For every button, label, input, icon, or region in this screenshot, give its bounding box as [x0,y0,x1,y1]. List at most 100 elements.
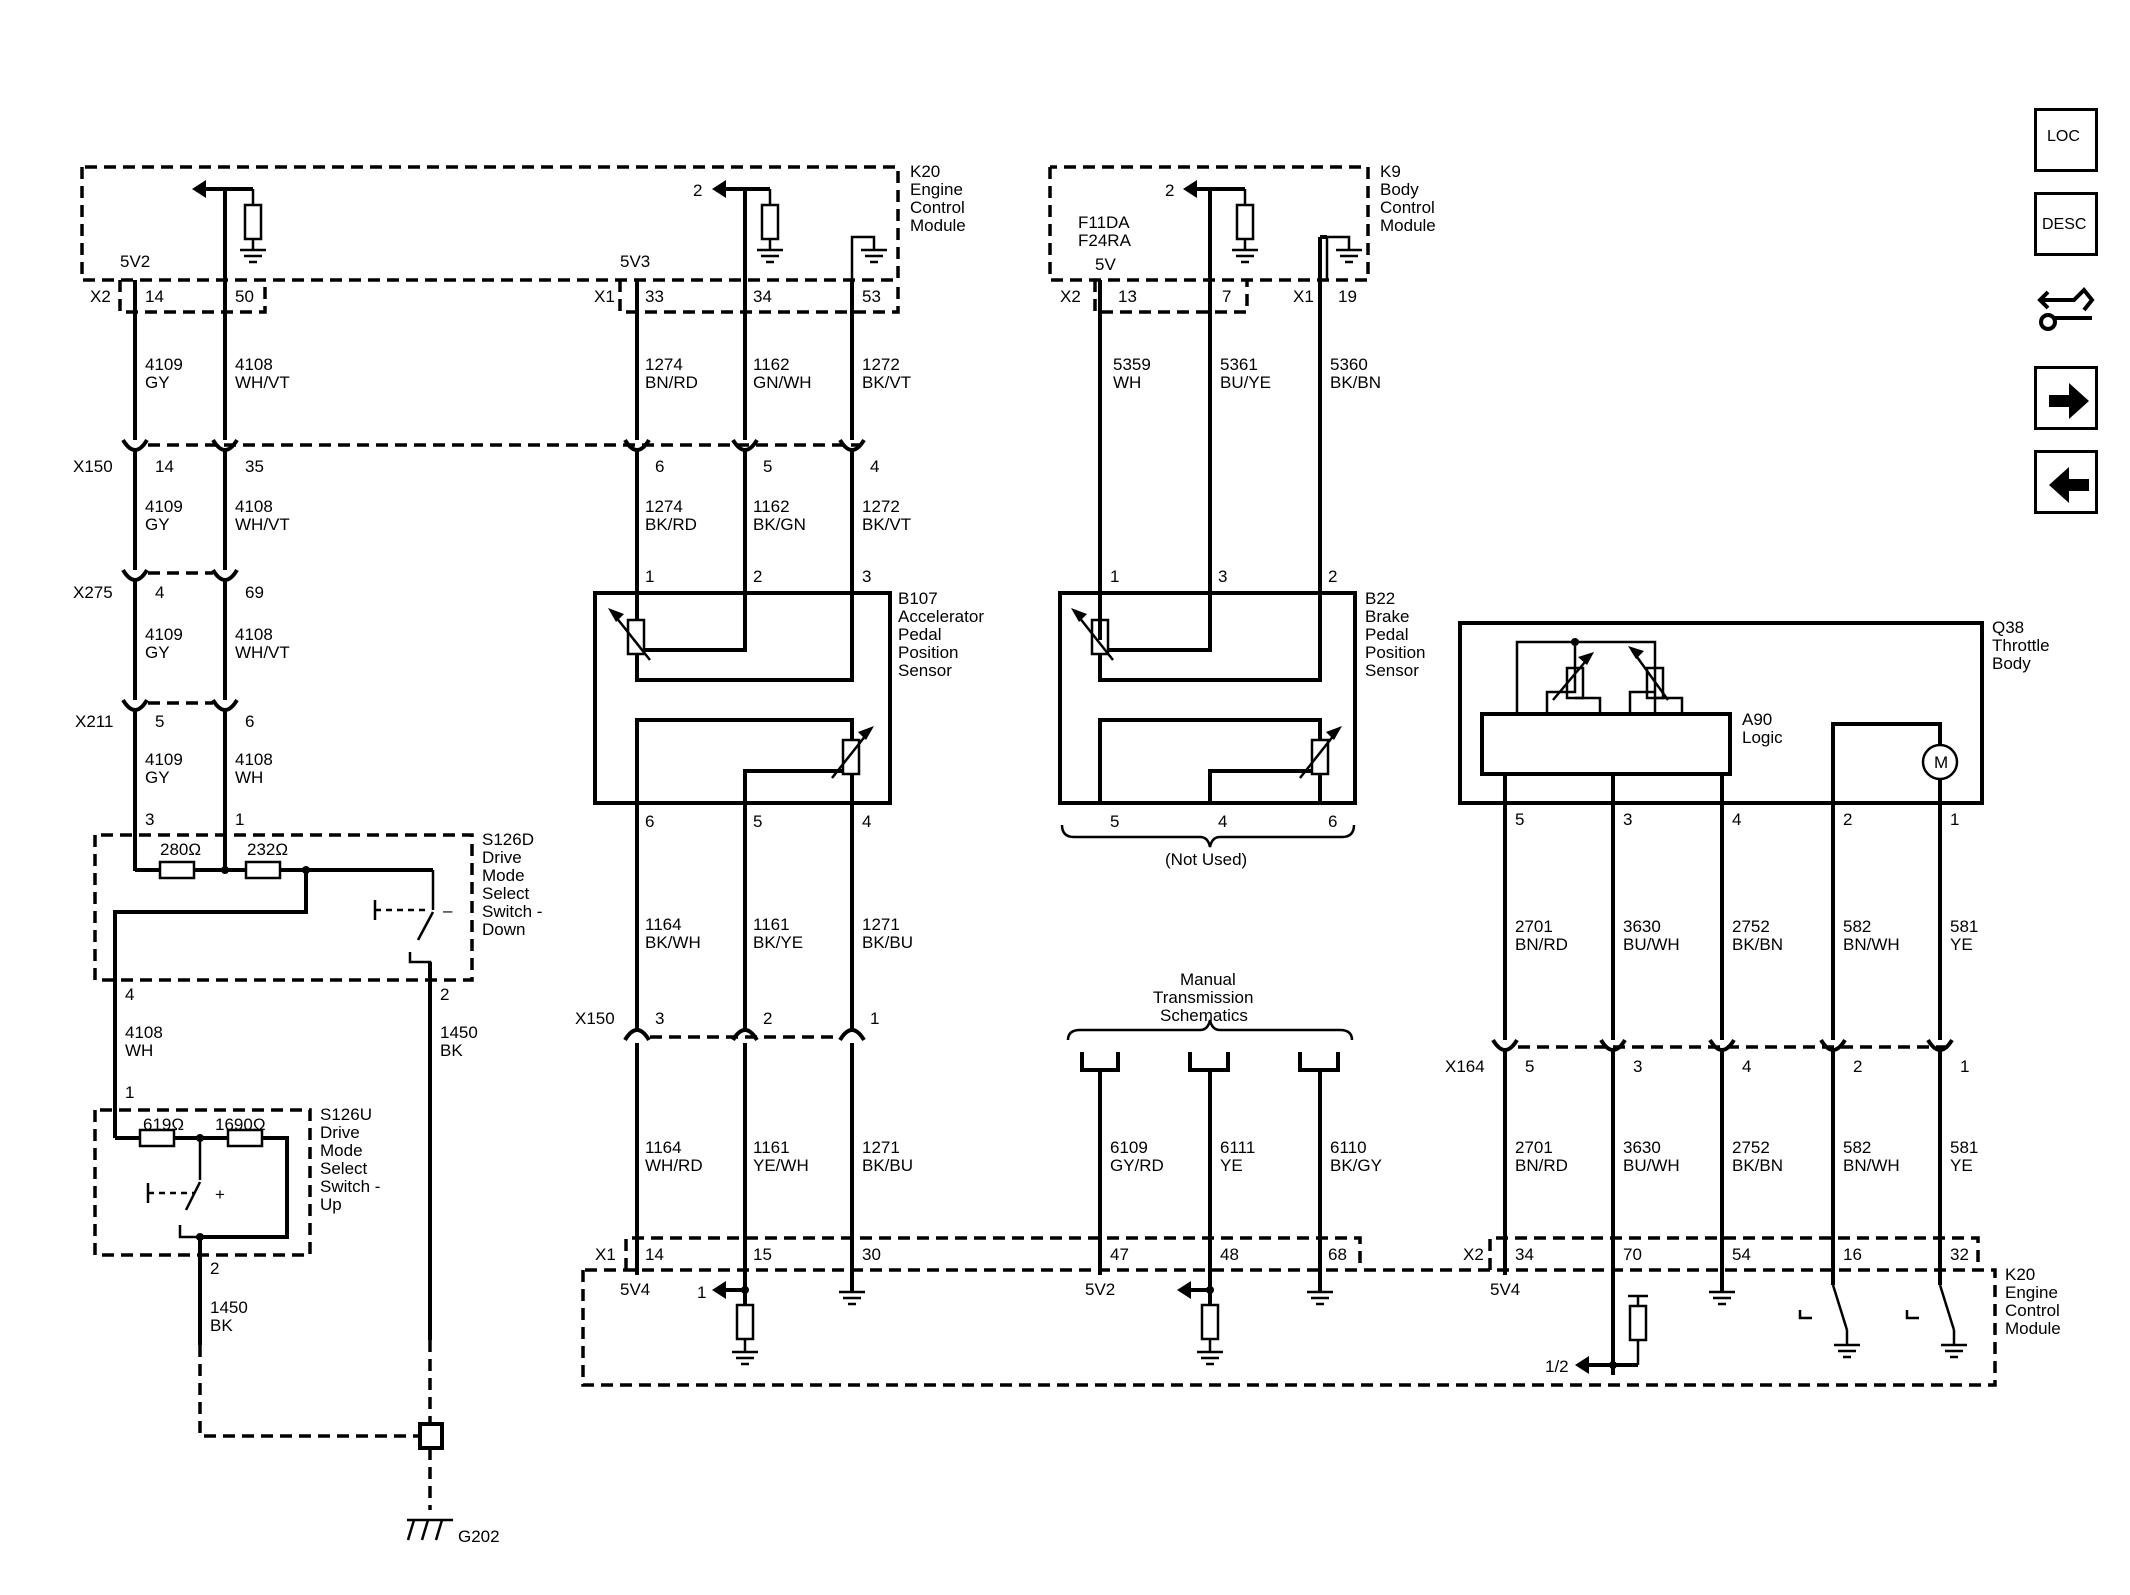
svg-text:Throttle: Throttle [1992,636,2050,655]
svg-text:S126D: S126D [482,830,534,849]
desc-button[interactable]: DESC [2034,192,2098,256]
svg-text:Module: Module [1380,216,1436,235]
svg-text:K9: K9 [1380,162,1401,181]
svg-text:GY: GY [145,643,170,662]
svg-text:1161: 1161 [753,1138,790,1157]
svg-text:BK/GN: BK/GN [753,515,806,534]
svg-text:3: 3 [862,567,871,586]
svg-text:5: 5 [1515,810,1524,829]
svg-text:Logic: Logic [1742,728,1783,747]
svg-text:GY: GY [145,515,170,534]
svg-text:Drive: Drive [320,1123,360,1142]
svg-text:4108: 4108 [235,355,273,374]
svg-text:3630: 3630 [1623,1138,1661,1157]
svg-text:5: 5 [763,457,772,476]
svg-text:GY: GY [145,373,170,392]
svg-text:X2: X2 [90,287,111,306]
svg-text:1450: 1450 [440,1023,478,1042]
svg-text:2: 2 [753,567,762,586]
svg-text:280Ω: 280Ω [160,840,201,859]
arrow-right-icon [2049,383,2089,419]
svg-text:GY: GY [145,768,170,787]
svg-text:34: 34 [1515,1245,1534,1264]
q38-throttle-body: Q38 Throttle Body A90 Logic M 5 3 4 2 1 … [1458,618,2050,1040]
svg-text:GN/WH: GN/WH [753,373,812,392]
svg-text:Engine: Engine [910,180,963,199]
a90-logic [1480,712,1732,776]
svg-text:BK: BK [440,1041,463,1060]
svg-text:7: 7 [1222,287,1231,306]
svg-text:3: 3 [1623,810,1632,829]
svg-text:Control: Control [910,198,965,217]
svg-text:BN/WH: BN/WH [1843,1156,1900,1175]
svg-text:1271: 1271 [862,1138,900,1157]
k20-engine-control-module-bottom: K20 Engine Control Module X1 X2 14 15 30… [581,1236,2061,1387]
s126d-drive-mode-switch-down: S126D Drive Mode Select Switch - Down 3 … [93,810,542,1340]
svg-text:32: 32 [1950,1245,1969,1264]
svg-text:Module: Module [2005,1319,2061,1338]
svg-text:WH: WH [125,1041,153,1060]
svg-text:K20: K20 [2005,1265,2035,1284]
svg-text:BN/RD: BN/RD [1515,935,1568,954]
svg-text:4108: 4108 [125,1023,163,1042]
svg-text:14: 14 [645,1245,664,1264]
svg-text:30: 30 [862,1245,881,1264]
previous-arrow-button[interactable] [2034,450,2098,514]
svg-text:4: 4 [155,583,164,602]
svg-text:Select: Select [320,1159,368,1178]
next-arrow-button[interactable] [2034,366,2098,430]
svg-text:4: 4 [1742,1057,1751,1076]
svg-text:1: 1 [1950,810,1959,829]
svg-text:BK/BU: BK/BU [862,933,913,952]
svg-text:(Not Used): (Not Used) [1165,850,1247,869]
svg-text:1: 1 [125,1083,134,1102]
b22-brake-pedal-position-sensor: B22 Brake Pedal Position Sensor 1 3 2 5 … [1058,567,1425,869]
svg-text:1: 1 [1110,567,1119,586]
svg-text:S126U: S126U [320,1105,372,1124]
tools-icon[interactable] [2034,278,2098,342]
svg-text:53: 53 [862,287,881,306]
svg-text:3: 3 [1633,1057,1642,1076]
svg-text:6110: 6110 [1330,1138,1367,1157]
svg-text:BN/RD: BN/RD [645,373,698,392]
svg-text:1/2: 1/2 [1545,1357,1569,1376]
svg-text:Control: Control [2005,1301,2060,1320]
svg-text:2: 2 [763,1009,772,1028]
svg-text:5V2: 5V2 [120,252,150,271]
svg-text:WH/VT: WH/VT [235,643,290,662]
svg-text:Sensor: Sensor [898,661,952,680]
svg-text:–: – [443,901,453,920]
svg-text:K20: K20 [910,162,940,181]
svg-text:54: 54 [1732,1245,1751,1264]
svg-text:BK: BK [210,1316,233,1335]
svg-text:2701: 2701 [1515,917,1553,936]
svg-text:5V4: 5V4 [620,1280,650,1299]
svg-text:2: 2 [1853,1057,1862,1076]
svg-text:YE: YE [1950,935,1973,954]
svg-text:16: 16 [1843,1245,1862,1264]
svg-text:WH/RD: WH/RD [645,1156,703,1175]
svg-text:BU/WH: BU/WH [1623,935,1680,954]
svg-text:5V4: 5V4 [1490,1280,1520,1299]
svg-text:BK/BN: BK/BN [1330,373,1381,392]
svg-text:5: 5 [1110,812,1119,831]
svg-text:33: 33 [645,287,664,306]
svg-text:2752: 2752 [1732,917,1770,936]
svg-text:4108: 4108 [235,497,273,516]
svg-text:BK/BN: BK/BN [1732,1156,1783,1175]
svg-text:3: 3 [655,1009,664,1028]
svg-text:BK/BN: BK/BN [1732,935,1783,954]
svg-text:X1: X1 [595,1245,616,1264]
svg-text:2: 2 [1843,810,1852,829]
svg-text:WH: WH [235,768,263,787]
desc-label: DESC [2042,216,2086,233]
svg-text:1271: 1271 [862,915,900,934]
loc-button[interactable]: LOC [2034,108,2098,172]
svg-text:5: 5 [753,812,762,831]
svg-text:Up: Up [320,1195,342,1214]
svg-text:5V: 5V [1095,255,1116,274]
